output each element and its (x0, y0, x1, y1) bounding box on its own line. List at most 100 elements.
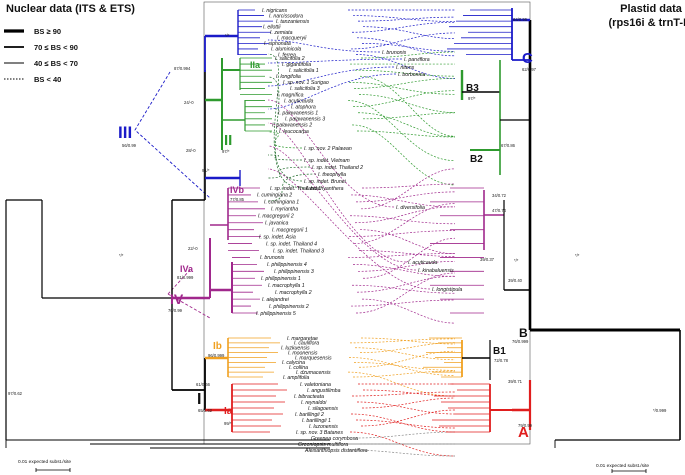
support-value: 96/0.999 (208, 353, 225, 358)
taxon-label: I. marquesensis (295, 355, 332, 361)
connector-line (351, 124, 456, 186)
support-values: 64/0.96 62/0.97 97/* 67/0.86 34/0.72 47/… (8, 17, 667, 428)
connector-line (353, 78, 456, 89)
connector-line (267, 73, 397, 110)
taxon-label: I. salicifolia 3 (290, 86, 320, 92)
taxon-label: I. dzumacensis (296, 370, 331, 376)
connector-line (362, 26, 456, 40)
right-title-line1: Plastid data (620, 3, 683, 15)
support-value: 77/0.85 (230, 197, 245, 202)
connector-line (361, 298, 456, 324)
taxon-label-plastid: I. sp. indet. Vietnam (304, 158, 350, 164)
connector-line (362, 237, 456, 279)
taxon-label: I. palawanensis 3 (285, 117, 325, 123)
taxon-label-plastid: I. sp. nov. 2 Palawan (304, 146, 352, 152)
taxon-label: I. nigricans (262, 8, 287, 14)
taxon-label: I. javanica (265, 221, 288, 227)
connector-line (267, 168, 431, 290)
support-value: */* (225, 33, 230, 38)
connector-line (350, 413, 456, 433)
connector-line (347, 253, 456, 258)
connector-line (358, 350, 456, 368)
taxon-label: I. macqueryii (277, 36, 307, 42)
support-value: 47/0.74 (492, 208, 507, 213)
connector-line (348, 81, 456, 95)
scale-bar-left-label: 0.01 expected subst./site (18, 459, 71, 465)
connector-line (361, 43, 456, 52)
support-value: 70/0.99 (168, 308, 183, 313)
taxon-label: I. gigantifolia (282, 62, 311, 68)
taxon-label: I. myriantha (271, 207, 298, 213)
taxon-label: I. calycina (282, 360, 305, 366)
connector-line (350, 32, 456, 50)
connector-line (356, 130, 456, 138)
clade-label-Ia: Ia (224, 406, 233, 417)
connector-line (267, 173, 317, 202)
taxon-label: I. margaretae (287, 336, 318, 342)
support-value: 97/* (468, 96, 476, 101)
clade-label-A: A (518, 424, 529, 441)
legend-label: BS ≥ 90 (34, 27, 61, 36)
connector-lines (134, 9, 456, 457)
connector-line (354, 431, 456, 439)
support-value: 79/0.99 (518, 423, 533, 428)
taxon-label: I. philippinensis 1 (261, 276, 301, 282)
connector-line (356, 275, 456, 293)
taxon-label-plastid: I. longistipula (432, 287, 462, 293)
taxon-label: I. sp. indet. Asia (259, 234, 296, 240)
taxon-label: I. sp. nov. 3 Batanes (296, 430, 343, 436)
taxon-label: I. amplifolia (283, 375, 309, 381)
connector-line (360, 168, 456, 210)
support-value: 22/-0 (188, 246, 198, 251)
clade-label-IVa: IVa (180, 264, 194, 274)
support-value: 99/* (224, 421, 232, 426)
connector-line (353, 362, 456, 371)
connector-line (358, 250, 456, 257)
scale-bar-right: 0.01 expected subst./site (596, 463, 649, 473)
taxon-label-plastid: I. brunonis (382, 50, 407, 56)
taxon-label: I. cauliflora (294, 341, 319, 347)
support-value: 97/* (222, 149, 230, 154)
taxon-label: I. philippinensis 5 (256, 311, 296, 317)
taxon-label: I. tanzaniensis (276, 19, 310, 25)
support-value: 24/-0 (184, 100, 194, 105)
taxon-label: I. palawanensis 2 (272, 123, 312, 129)
taxon-label: I. philippinensis 4 (267, 262, 307, 268)
connector-line (267, 76, 305, 189)
connector-line (360, 337, 456, 345)
taxon-label: I. valetoniana (300, 382, 331, 388)
connector-line (359, 75, 456, 137)
clade-label-B1: B1 (493, 346, 506, 357)
taxon-label: I. cumingiana 2 (257, 193, 292, 199)
taxon-label: I. salicifolia 1 (289, 68, 319, 74)
connector-line (349, 215, 456, 225)
clade-label-III: III (118, 123, 132, 142)
connector-line (350, 299, 456, 307)
connector-line (357, 16, 456, 22)
clade-labels: C B3 B2 B B1 A III II IIa IVb IVa IV Ib … (118, 50, 533, 441)
connector-line (349, 338, 456, 344)
taxon-label: I. moonensis (288, 350, 318, 356)
right-title-line2: (rps16i & trnT-F) (609, 17, 685, 29)
taxon-label: I. barillingii 2 (295, 412, 324, 418)
connector-line (267, 122, 407, 263)
connector-line (347, 371, 456, 397)
clade-label-C: C (522, 50, 533, 67)
taxon-label: I. cumingiana 1 (264, 200, 299, 206)
support-value: 67/0.86 (501, 143, 516, 148)
support-value: 39/0.71 (508, 379, 523, 384)
connector-line (359, 342, 456, 353)
connector-line (348, 230, 456, 237)
taxon-label: I. sp. indet. Thailand 1 (270, 186, 321, 192)
support-value: 81/0.999 (177, 275, 194, 280)
taxon-label: I. barillingii 1 (302, 418, 331, 424)
support-value: 39/0.40 (508, 278, 523, 283)
clade-III-link (134, 71, 211, 199)
clade-label-I: I (197, 391, 201, 408)
taxon-label: Aleisanthiopsis distantiflora (304, 448, 368, 454)
taxon-label: Greeniopsis multiflora (298, 442, 348, 448)
taxon-label-plastid: I. brachyanthera (306, 186, 344, 192)
clade-label-Ib: Ib (213, 341, 222, 352)
taxon-label: I. macgregorii 1 (272, 227, 308, 233)
